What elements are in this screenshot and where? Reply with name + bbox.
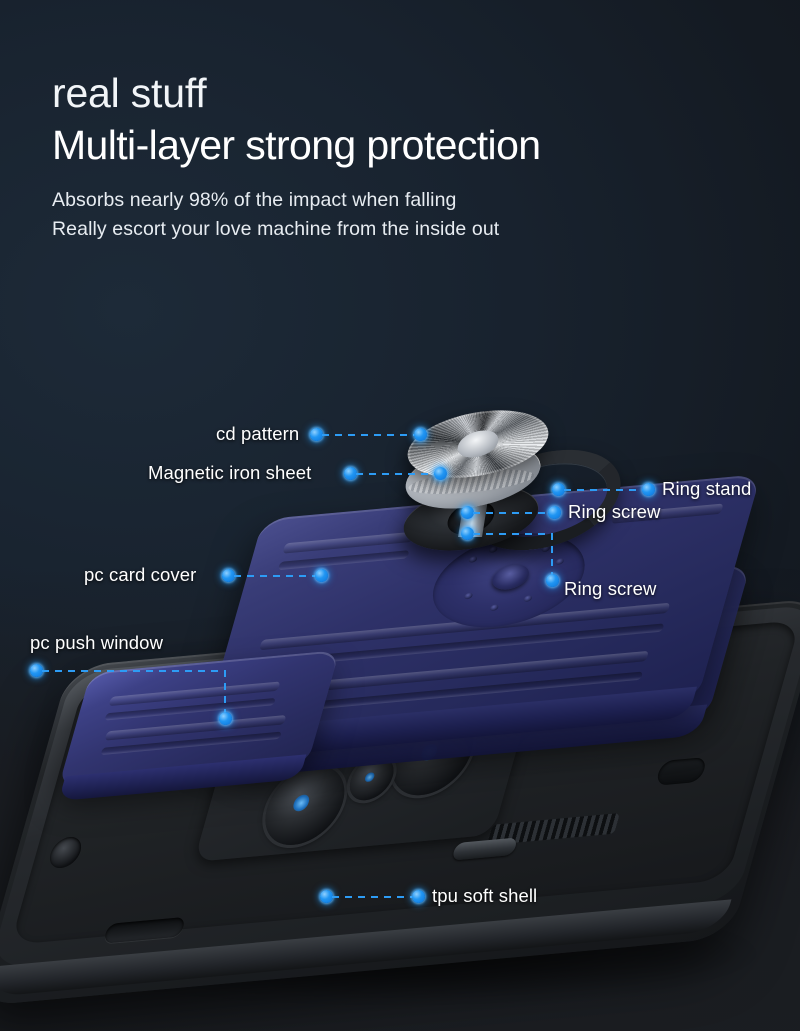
- callout-label-ring-screw-lower: Ring screw: [564, 578, 657, 599]
- headphone-jack-cutout: [46, 835, 85, 870]
- button-cutout-oval: [654, 756, 708, 786]
- callout-label-ring-screw-upper: Ring screw: [568, 501, 661, 522]
- subtitle-line-1: Absorbs nearly 98% of the impact when fa…: [52, 188, 457, 211]
- callout-dot-ring-screw-upper-origin: [548, 506, 561, 519]
- callout-line-cd-pattern: [322, 434, 418, 436]
- callout-dot-pc-push-window-target: [219, 712, 232, 725]
- callout-line-tpu: [332, 896, 416, 898]
- page-title: Multi-layer strong protection: [52, 122, 541, 169]
- callout-dot-pc-card-cover-target: [315, 569, 328, 582]
- callout-dot-pc-push-window-origin: [30, 664, 43, 677]
- ring-mount-hub: [489, 563, 533, 592]
- screw-hole: [489, 604, 500, 612]
- callout-line-pc-push-window-v: [224, 670, 226, 718]
- screw-hole: [554, 558, 565, 566]
- callout-label-tpu-soft-shell: tpu soft shell: [432, 885, 538, 906]
- callout-dot-ring-stand-target: [552, 483, 565, 496]
- callout-dot-cd-pattern-origin: [310, 428, 323, 441]
- callout-dot-magnetic-target: [434, 467, 447, 480]
- screw-hole: [463, 592, 474, 600]
- screw-hole: [522, 595, 533, 603]
- callout-label-pc-push-window: pc push window: [30, 632, 164, 653]
- callout-line-magnetic: [356, 473, 438, 475]
- callout-line-ring-screw-upper: [473, 512, 552, 514]
- plate-ridge: [282, 531, 415, 554]
- callout-label-magnetic-iron-sheet: Magnetic iron sheet: [148, 462, 312, 483]
- callout-line-ring-screw-lower-h: [473, 533, 553, 535]
- eyebrow-text: real stuff: [52, 70, 207, 116]
- subtitle-line-2: Really escort your love machine from the…: [52, 218, 500, 241]
- callout-label-ring-stand: Ring stand: [662, 478, 752, 499]
- headline-block: real stuff Multi-layer strong protection…: [52, 70, 541, 245]
- callout-dot-ring-screw-upper-target: [461, 506, 474, 519]
- callout-line-pc-card-cover: [234, 575, 319, 577]
- callout-line-ring-screw-lower-v: [551, 533, 553, 580]
- callout-dot-ring-screw-lower-origin: [546, 574, 559, 587]
- subtitle-block: Absorbs nearly 98% of the impact when fa…: [52, 186, 540, 245]
- callout-dot-magnetic-origin: [344, 467, 357, 480]
- screw-hole: [468, 555, 478, 563]
- callout-dot-cd-pattern-target: [414, 428, 427, 441]
- callout-dot-tpu-target: [320, 890, 333, 903]
- side-button: [451, 837, 519, 861]
- callout-dot-ring-screw-lower-target: [461, 527, 474, 540]
- callout-dot-pc-card-cover-origin: [222, 569, 235, 582]
- callout-line-ring-stand: [564, 489, 646, 491]
- callout-line-pc-push-window-h: [42, 670, 226, 672]
- callout-dot-tpu-origin: [412, 890, 425, 903]
- callout-label-cd-pattern: cd pattern: [216, 423, 300, 444]
- callout-label-pc-card-cover: pc card cover: [84, 564, 197, 585]
- callout-dot-ring-stand-origin: [642, 483, 655, 496]
- plate-groove: [277, 550, 410, 571]
